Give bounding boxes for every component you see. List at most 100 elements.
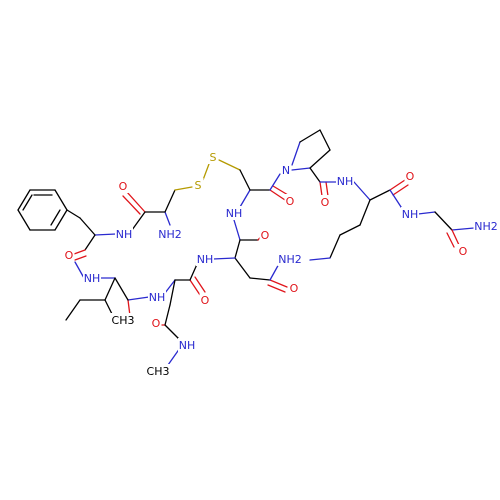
bond — [74, 255, 87, 261]
atom-nh5: NH — [225, 206, 243, 220]
atom-ch3b: CH3 — [110, 313, 136, 327]
atom-label-background — [336, 174, 354, 188]
atom-nh6: NH — [336, 174, 354, 188]
bond — [189, 279, 201, 296]
atom-o2: O — [63, 248, 75, 262]
atom-label-background — [63, 248, 75, 262]
atom-o9: O — [457, 244, 469, 258]
bond — [329, 234, 341, 259]
bond — [94, 233, 117, 236]
bond — [164, 304, 171, 326]
atom-o10: O — [288, 281, 300, 295]
atom-label: O — [286, 195, 295, 208]
bond — [249, 277, 271, 281]
atom-label-background — [150, 316, 162, 330]
bond — [309, 149, 331, 169]
bond — [164, 324, 181, 341]
bond — [299, 129, 321, 143]
bond — [339, 224, 361, 236]
atom-nh2c: NH2 — [277, 252, 303, 266]
bond — [434, 211, 453, 231]
bond — [239, 169, 251, 191]
atom-label-background — [115, 227, 133, 241]
bond — [269, 173, 281, 191]
bond — [325, 181, 329, 197]
bond — [194, 276, 206, 293]
bond — [319, 181, 323, 197]
bond — [174, 186, 193, 191]
bond — [126, 191, 146, 213]
atom-nh7: NH — [401, 207, 419, 221]
atom-label: NH — [116, 228, 133, 241]
bond — [17, 209, 31, 231]
atom-s2: S — [207, 150, 219, 164]
atom-label-background — [117, 179, 129, 193]
atom-label-background — [319, 195, 331, 209]
bond — [269, 279, 288, 288]
atom-label: O — [65, 249, 74, 262]
atom-label: O — [152, 317, 161, 330]
atom-o4: O — [199, 293, 211, 307]
bond — [131, 211, 146, 231]
atom-label: NH — [402, 208, 419, 221]
atom-nh3: NH — [148, 290, 166, 304]
atom-nh1: NH — [115, 227, 133, 241]
atom-label: O — [459, 245, 468, 258]
atom-label-background — [401, 207, 419, 221]
atom-nh2b: NH2 — [473, 219, 499, 233]
atom-o8: O — [404, 169, 416, 183]
atom-label-background — [473, 219, 499, 233]
atom-label-background — [288, 281, 300, 295]
bond — [234, 257, 251, 279]
atom-nh8: NH — [178, 338, 196, 352]
bond — [218, 159, 241, 171]
atom-o1: O — [117, 179, 129, 193]
atom-label: NH — [226, 207, 243, 220]
bond — [164, 189, 176, 213]
bond — [233, 219, 241, 241]
atom-o6: O — [284, 194, 296, 208]
atom-s1: S — [192, 178, 204, 192]
atom-label-background — [199, 293, 211, 307]
atom-ch3: CH3 — [145, 364, 171, 378]
bond — [164, 211, 171, 226]
bond — [79, 217, 96, 236]
bond — [73, 249, 86, 255]
bond — [451, 227, 475, 231]
bond — [446, 232, 455, 248]
atom-label: O — [406, 170, 415, 183]
atom-nh2a: NH2 — [157, 227, 183, 241]
atom-label-background — [157, 227, 183, 241]
atom-label: S — [210, 151, 217, 164]
atom-label: S — [195, 179, 202, 192]
bond — [234, 239, 241, 259]
atom-label: NH — [84, 272, 101, 285]
atom-label-background — [207, 150, 219, 164]
atom-label-background — [457, 244, 469, 258]
bond — [114, 277, 129, 301]
atom-label-background — [178, 338, 196, 352]
atom-label-background — [284, 194, 296, 208]
atom-label: O — [261, 229, 270, 242]
atom-label-background — [83, 271, 101, 285]
bond — [50, 209, 61, 226]
bond — [353, 181, 371, 201]
bond — [54, 209, 68, 231]
bond — [417, 211, 436, 215]
bond — [22, 194, 33, 211]
bond — [291, 167, 311, 171]
bond — [164, 279, 176, 294]
atom-o7: O — [319, 195, 331, 209]
bond — [359, 199, 371, 226]
bond — [309, 257, 331, 261]
bond — [169, 279, 176, 306]
atom-label-background — [259, 228, 271, 242]
bond-layer — [17, 129, 475, 366]
bond — [212, 257, 236, 260]
atom-label-background — [225, 206, 243, 220]
bond — [84, 234, 96, 251]
bond — [309, 167, 321, 183]
bond — [451, 229, 460, 246]
atom-label: NH2 — [278, 253, 302, 266]
